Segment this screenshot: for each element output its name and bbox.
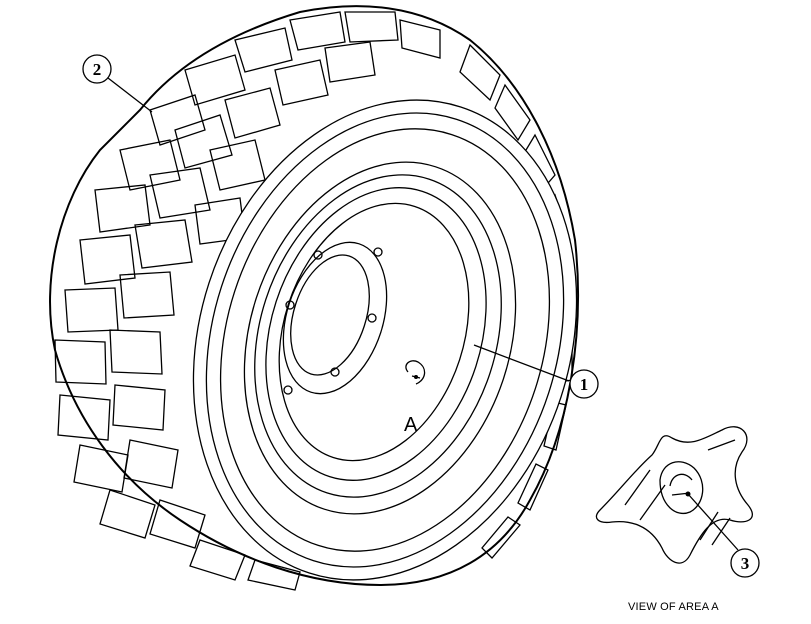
callout-3: 3 xyxy=(730,548,760,578)
area-a-detail-view xyxy=(595,426,753,564)
leader-line-3 xyxy=(687,493,739,551)
valve-area-a xyxy=(405,360,426,385)
leader-line-1 xyxy=(473,344,570,382)
callout-3-label: 3 xyxy=(741,554,750,573)
area-a-label: A xyxy=(404,414,418,436)
callout-2: 2 xyxy=(82,54,112,84)
tire-tread-group xyxy=(49,5,579,591)
leader-line-2 xyxy=(107,77,153,113)
callout-2-label: 2 xyxy=(93,60,102,79)
wheel-rim-group xyxy=(243,161,517,515)
callout-1: 1 xyxy=(569,369,599,399)
callout-1-label: 1 xyxy=(580,375,589,394)
tire-sidewall-group xyxy=(192,99,578,581)
view-caption: VIEW OF AREA A xyxy=(628,601,719,613)
leader-lines xyxy=(107,77,739,551)
